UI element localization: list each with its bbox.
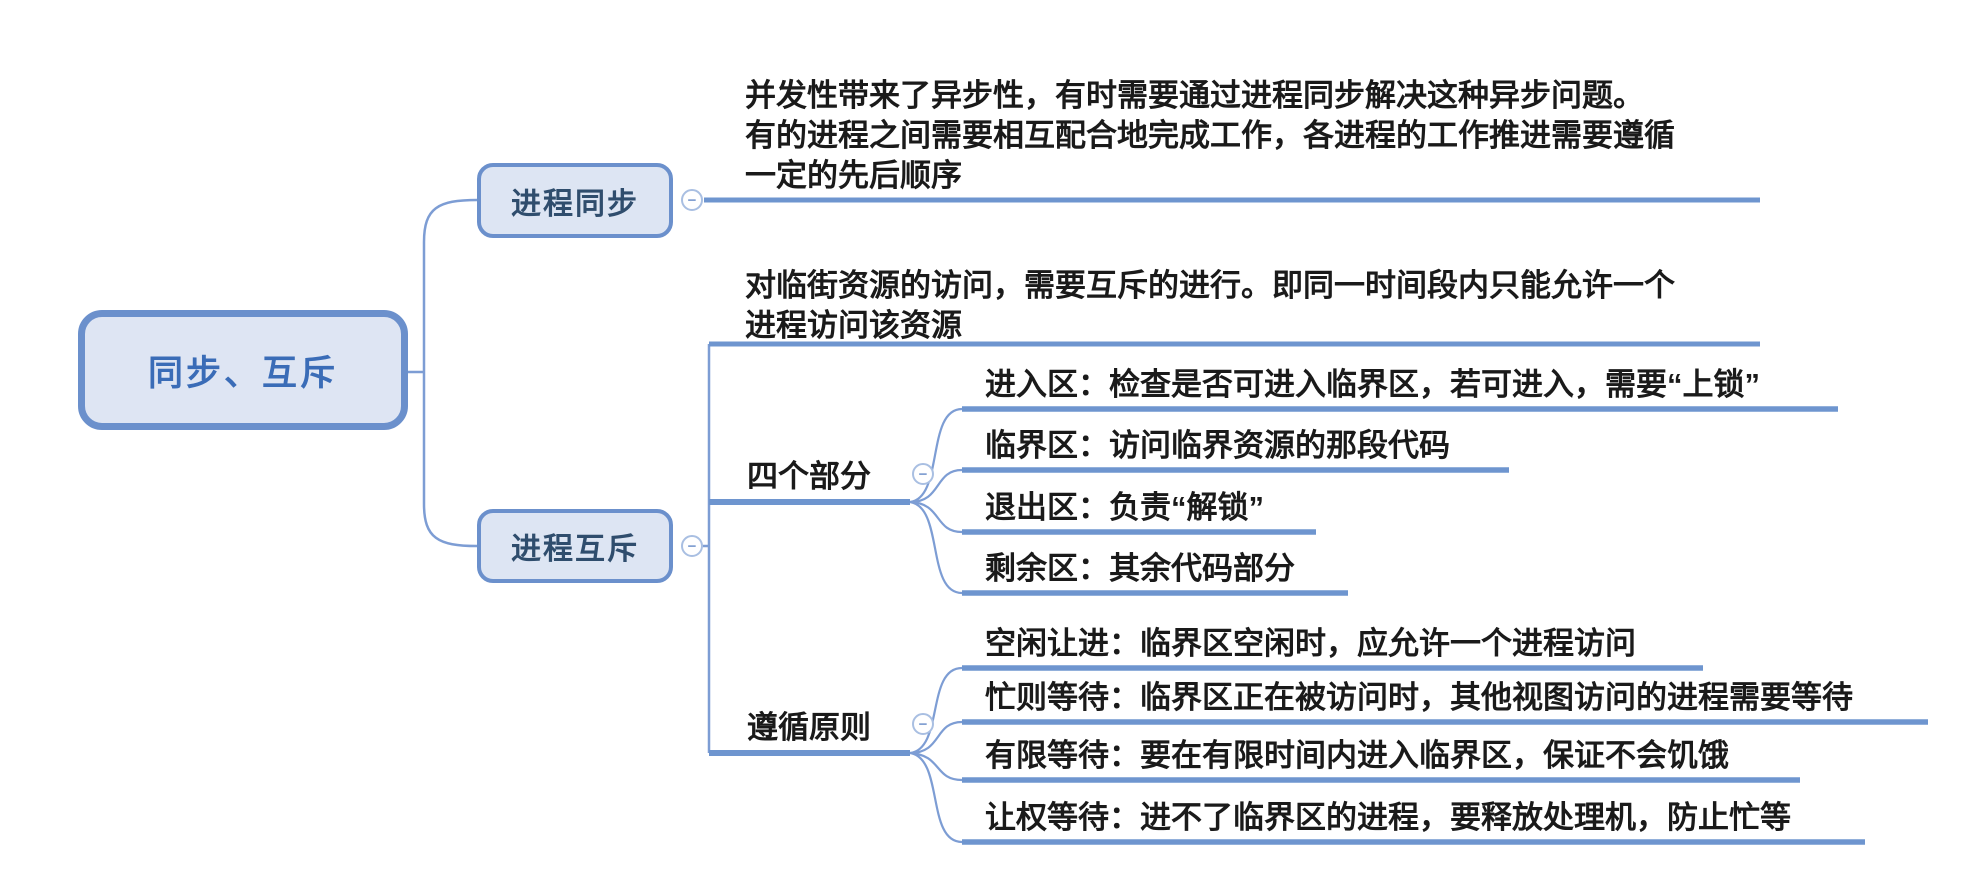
minus-icon: − bbox=[687, 191, 697, 209]
topic-mutex-note[interactable]: 对临街资源的访问，需要互斥的进行。即同一时间段内只能允许一个 进程访问该资源 bbox=[745, 268, 1675, 343]
node-process-sync[interactable]: 进程同步 bbox=[477, 163, 673, 238]
topic-exit-area[interactable]: 退出区：负责“解锁” bbox=[985, 490, 1264, 525]
minus-icon: − bbox=[687, 537, 697, 555]
topic-bounded-wait[interactable]: 有限等待：要在有限时间内进入临界区，保证不会饥饿 bbox=[985, 738, 1729, 773]
topic-remainder-area[interactable]: 剩余区：其余代码部分 bbox=[985, 551, 1295, 586]
minus-icon: − bbox=[918, 465, 928, 483]
node-process-mutex[interactable]: 进程互斥 bbox=[477, 509, 673, 583]
minus-icon: − bbox=[918, 715, 928, 733]
connector-principles-children bbox=[909, 666, 963, 844]
topic-four-parts-label[interactable]: 四个部分 bbox=[747, 459, 871, 494]
topic-busy-wait[interactable]: 忙则等待：临界区正在被访问时，其他视图访问的进程需要等待 bbox=[985, 680, 1853, 715]
collapse-button-process-mutex[interactable]: − bbox=[681, 535, 703, 557]
topic-critical-area[interactable]: 临界区：访问临界资源的那段代码 bbox=[985, 428, 1450, 463]
topic-yield-cpu[interactable]: 让权等待：进不了临界区的进程，要释放处理机，防止忙等 bbox=[985, 800, 1791, 835]
collapse-button-principles[interactable]: − bbox=[912, 713, 934, 735]
connector-four-parts-children bbox=[909, 407, 963, 595]
connector-root-branches bbox=[408, 198, 478, 548]
root-node[interactable]: 同步、互斥 bbox=[78, 310, 408, 430]
topic-idle-yield[interactable]: 空闲让进：临界区空闲时，应允许一个进程访问 bbox=[985, 626, 1636, 661]
topic-principles-label[interactable]: 遵循原则 bbox=[747, 710, 871, 745]
topic-entry-area[interactable]: 进入区：检查是否可进入临界区，若可进入，需要“上锁” bbox=[985, 367, 1760, 402]
collapse-button-process-sync[interactable]: − bbox=[681, 189, 703, 211]
collapse-button-four-parts[interactable]: − bbox=[912, 463, 934, 485]
topic-sync-note[interactable]: 并发性带来了异步性，有时需要通过进程同步解决这种异步问题。 有的进程之间需要相互… bbox=[745, 78, 1675, 193]
connector-mutex-children bbox=[703, 344, 711, 753]
